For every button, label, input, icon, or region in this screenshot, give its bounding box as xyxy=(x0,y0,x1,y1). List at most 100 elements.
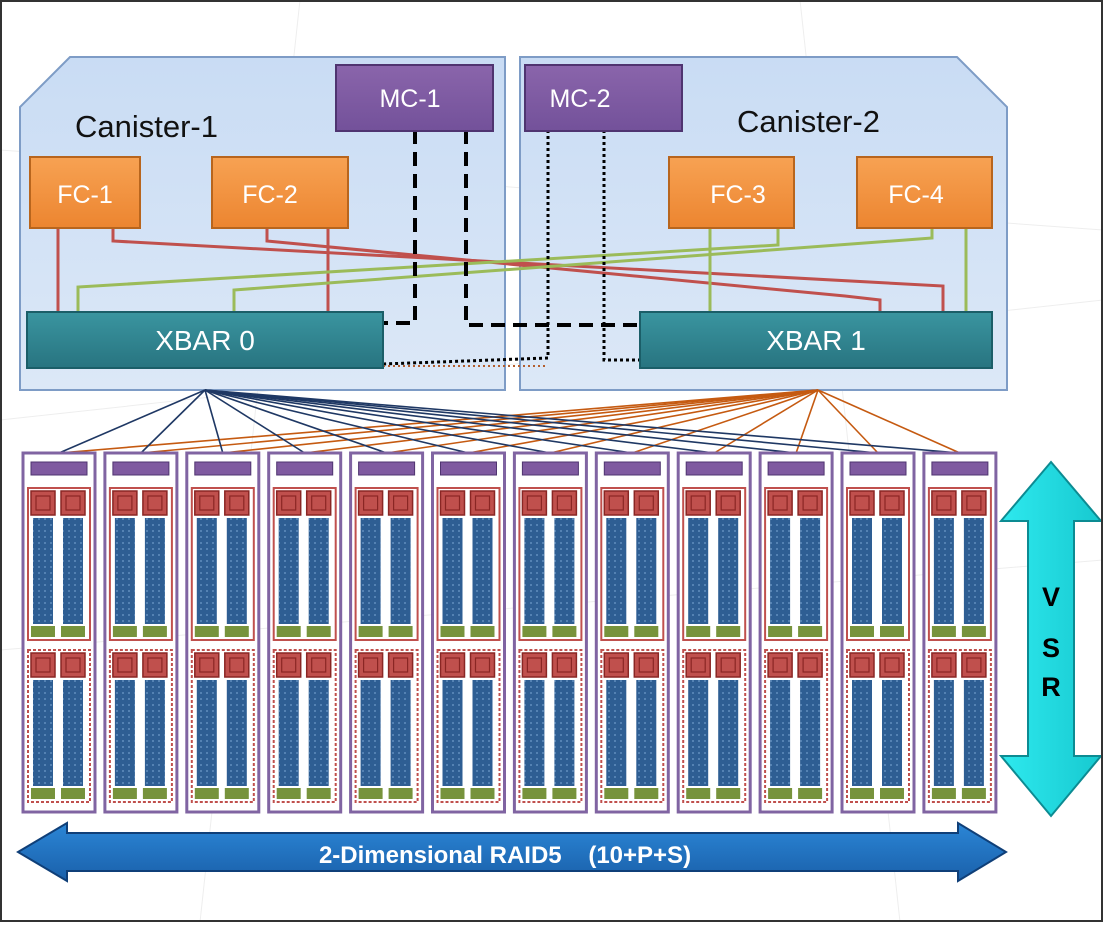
flash-spare-cell xyxy=(686,626,711,637)
flash-chip xyxy=(357,652,384,678)
flash-chip-die xyxy=(884,657,900,673)
flash-spare-cell xyxy=(880,626,904,637)
flash-chip-die xyxy=(690,657,706,673)
flash-chip xyxy=(931,652,957,678)
flash-bank-border xyxy=(764,649,829,803)
flash-chip-die xyxy=(444,495,461,511)
flash-bank-border xyxy=(927,487,992,641)
xbar-0-link xyxy=(204,389,715,454)
flash-cell-texture xyxy=(390,518,411,624)
flash-cell-texture xyxy=(472,518,493,624)
flash-bank-border xyxy=(518,649,583,803)
flash-chip xyxy=(603,652,630,678)
flash-chip-die xyxy=(311,657,327,673)
flash-chip-die xyxy=(884,495,900,511)
flash-chip-die xyxy=(474,657,491,673)
flash-spare-cell xyxy=(931,788,956,799)
flash-chip-die xyxy=(363,657,379,673)
xbar-0-link xyxy=(58,389,206,454)
flash-module-array xyxy=(21,451,998,814)
flash-chip xyxy=(469,652,496,678)
flash-spare-cell xyxy=(306,626,331,637)
raid5-arrow: 2-Dimensional RAID5 (10+P+S) xyxy=(16,821,1008,883)
fc-1-box: FC-1 xyxy=(29,156,141,229)
flash-chip-die xyxy=(199,495,215,511)
flash-module xyxy=(21,451,97,814)
flash-chip-die xyxy=(556,657,573,673)
mc-2-box: MC-2 xyxy=(524,64,683,132)
flash-chip-die xyxy=(474,495,491,511)
flash-bank-border xyxy=(518,487,583,641)
flash-cell-texture xyxy=(718,518,739,624)
flash-spare-cell xyxy=(931,626,956,637)
flash-module xyxy=(185,451,261,814)
flash-chip xyxy=(142,490,168,516)
flash-chip-die xyxy=(936,495,952,511)
xbar-1-link xyxy=(468,389,819,454)
flash-chip xyxy=(715,490,741,516)
xbar-0-link xyxy=(204,389,960,454)
flash-cell-texture xyxy=(800,518,821,624)
flash-cell-texture xyxy=(636,680,657,786)
flash-bank xyxy=(682,649,747,803)
module-controller-bar xyxy=(194,461,252,476)
flash-spare-cell xyxy=(716,788,741,799)
flash-bank xyxy=(764,487,829,641)
flash-cell-texture xyxy=(226,680,247,786)
xbar-fanout-lines xyxy=(58,389,961,454)
flash-module xyxy=(431,451,506,814)
flash-cell-texture xyxy=(963,518,984,624)
flash-chip-die xyxy=(854,495,870,511)
flash-spare-cell xyxy=(522,626,547,637)
flash-module xyxy=(267,451,343,814)
flash-bank-border xyxy=(190,649,255,803)
flash-spare-cell xyxy=(276,788,301,799)
module-controller-bar xyxy=(30,461,88,476)
flash-spare-cell xyxy=(768,626,793,637)
flash-bank xyxy=(927,649,992,803)
xbar-0-link xyxy=(204,389,551,454)
flash-bank-border xyxy=(272,649,337,803)
flash-spare-cell xyxy=(306,788,331,799)
flash-spare-cell xyxy=(604,788,629,799)
flash-spare-cell xyxy=(686,788,711,799)
xbar-0-link xyxy=(204,389,306,454)
flash-bank xyxy=(354,649,419,803)
vsr-arrow: V S R xyxy=(998,460,1103,818)
flash-bank xyxy=(272,649,337,803)
fc-interconnect-lines xyxy=(56,228,968,312)
flash-cell-texture xyxy=(114,518,135,624)
module-controller-bar xyxy=(931,461,989,476)
flash-spare-cell xyxy=(552,788,577,799)
flash-spare-cell xyxy=(634,788,659,799)
flash-cell-texture xyxy=(63,518,83,624)
flash-chip-die xyxy=(772,657,788,673)
xbar-0-link xyxy=(204,389,633,454)
flash-chip xyxy=(439,490,466,516)
flash-chip xyxy=(767,490,793,516)
module-controller-bar xyxy=(358,461,416,476)
flash-chip-die xyxy=(638,495,654,511)
flash-chip-die xyxy=(638,657,654,673)
flash-chip xyxy=(685,652,711,678)
xbar-1-link xyxy=(140,389,819,454)
flash-bank xyxy=(436,487,501,641)
flash-cell-texture xyxy=(472,680,493,786)
flash-spare-cell xyxy=(388,626,413,637)
flash-cell-texture xyxy=(770,680,791,786)
flash-chip-die xyxy=(35,495,51,511)
flash-chip-die xyxy=(229,657,245,673)
fc-3-label: FC-3 xyxy=(710,181,766,209)
flash-chip-die xyxy=(65,657,81,673)
flash-chip xyxy=(551,490,578,516)
flash-bank-border xyxy=(354,649,419,803)
flash-spare-cell xyxy=(768,788,793,799)
flash-chip xyxy=(849,490,875,516)
xbar-1-link xyxy=(386,389,819,454)
flash-spare-cell xyxy=(634,626,659,637)
flash-bank xyxy=(518,649,583,803)
flash-chip-die xyxy=(65,495,81,511)
module-controller-bar xyxy=(521,461,579,476)
xbar-1-link xyxy=(58,389,819,454)
flash-chip xyxy=(521,652,548,678)
